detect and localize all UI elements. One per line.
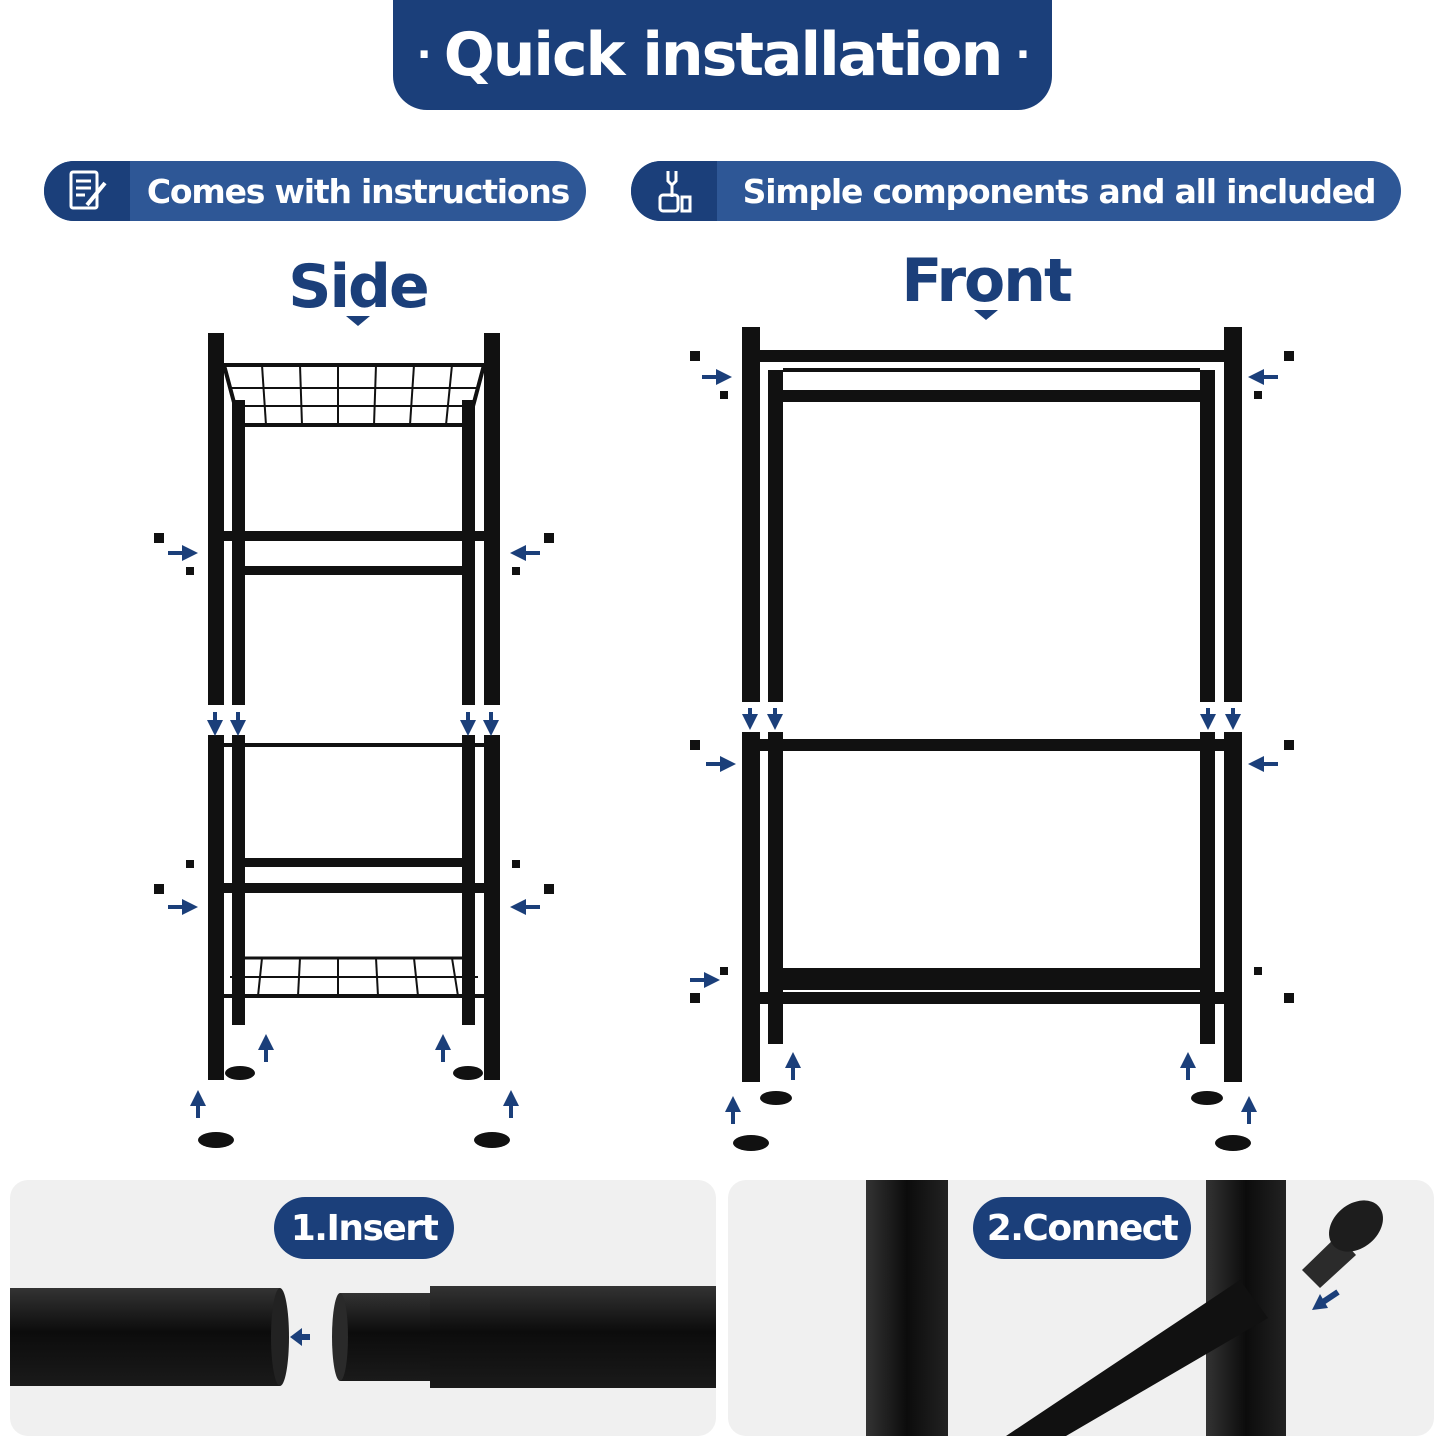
step-connect-panel: 2.Connect	[728, 1180, 1434, 1436]
front-view-heading: Front	[901, 246, 1072, 316]
side-rack-upper	[208, 333, 500, 705]
side-arrows	[168, 545, 540, 1118]
side-view-heading: Side	[288, 252, 429, 322]
front-bolts	[690, 351, 1294, 1003]
title-dot-left: ·	[416, 32, 431, 78]
side-heading-group: Side	[258, 252, 458, 326]
side-view-diagram	[154, 333, 554, 1148]
feature-instructions-badge: Comes with instructions	[44, 161, 586, 221]
side-rack-lower	[208, 735, 500, 1080]
step-insert-badge: 1.Insert	[274, 1197, 454, 1259]
step-connect-badge: 2.Connect	[973, 1197, 1191, 1259]
title-dot-right: ·	[1015, 32, 1030, 78]
title-banner: · Quick installation ·	[393, 0, 1052, 110]
page-title: Quick installation	[443, 20, 1004, 90]
front-caret-icon	[974, 310, 998, 320]
front-rack-upper	[742, 327, 1242, 702]
insert-tubes-illustration	[10, 1286, 716, 1388]
front-arrows	[690, 369, 1278, 1124]
bolt-icon	[1302, 1200, 1383, 1288]
document-pen-icon	[44, 161, 130, 221]
wrench-hand-icon	[631, 161, 717, 221]
feature-instructions-label: Comes with instructions	[146, 171, 570, 211]
front-feet	[733, 1091, 1251, 1151]
front-view-diagram	[690, 327, 1294, 1151]
front-heading-group: Front	[876, 246, 1096, 320]
connect-tubes-illustration	[866, 1180, 1383, 1436]
feature-components-label: Simple components and all included	[742, 171, 1377, 211]
step-insert-panel: 1.Insert	[10, 1180, 716, 1436]
side-feet	[198, 1066, 510, 1148]
feature-components-badge: Simple components and all included	[631, 161, 1401, 221]
front-rack-lower	[742, 732, 1242, 1082]
side-bolts	[154, 533, 554, 894]
side-caret-icon	[346, 316, 370, 326]
